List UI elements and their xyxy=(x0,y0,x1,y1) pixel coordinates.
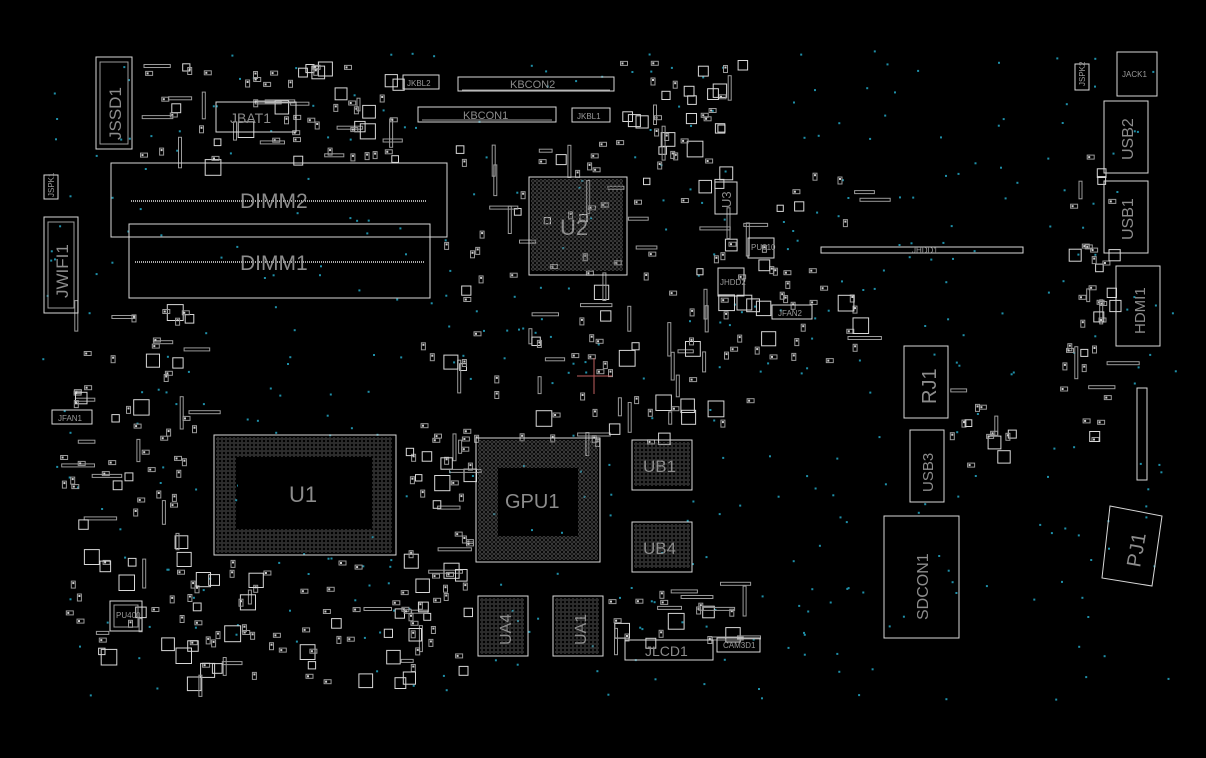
u3-label: U3 xyxy=(719,191,734,208)
jfan1-connector[interactable]: JFAN1 xyxy=(51,409,93,425)
ua4-memory[interactable]: UA4 xyxy=(477,595,529,657)
usb2-label: USB2 xyxy=(1120,118,1137,160)
jfan2-connector[interactable]: JFAN2 xyxy=(771,304,813,320)
dimm1-slot[interactable]: DIMM1 xyxy=(128,223,431,299)
dimm1-label: DIMM1 xyxy=(240,252,308,275)
jhdd2-label: JHDD2 xyxy=(720,278,746,287)
jlcd1-label: JLCD1 xyxy=(645,643,688,659)
jkbl2-connector[interactable]: JKBL2 xyxy=(402,74,440,90)
kbcon2-label: KBCON2 xyxy=(510,79,555,91)
jbat1-connector[interactable]: JBAT1 xyxy=(215,101,297,133)
usb2-port[interactable]: USB2 xyxy=(1103,100,1149,174)
kbcon2-connector[interactable]: KBCON2 xyxy=(457,76,615,92)
u1-label: U1 xyxy=(289,482,317,507)
jssd1-label: JSSD1 xyxy=(106,87,125,140)
kbcon1-label: KBCON1 xyxy=(463,110,508,122)
jspk1-connector[interactable]: JSPK1 xyxy=(43,172,59,200)
u2-chip[interactable]: U2 xyxy=(528,176,628,276)
jspk1-label: JSPK1 xyxy=(47,172,56,197)
jssd1-connector[interactable]: JSSD1 xyxy=(95,56,133,150)
usb3-port[interactable]: USB3 xyxy=(909,429,945,503)
gpu1-chip[interactable]: GPU1 xyxy=(475,437,601,563)
hdmi1-port[interactable]: HDMI1 xyxy=(1115,265,1161,347)
jack1-connector[interactable]: JACK1 xyxy=(1116,51,1158,97)
jwifi1-label: JWIFI1 xyxy=(53,244,72,298)
gpu1-ball-grid xyxy=(478,440,598,560)
sdcon1-label: SDCON1 xyxy=(915,553,932,620)
ub1-memory[interactable]: UB1 xyxy=(631,439,693,491)
ub4-label: UB4 xyxy=(643,539,676,558)
pj1-jack[interactable]: PJ1 xyxy=(1101,505,1163,587)
pj1-label: PJ1 xyxy=(1123,531,1151,569)
pu400-chip[interactable]: PU400 xyxy=(109,600,143,632)
hdmi1-label: HDMI1 xyxy=(1132,287,1149,334)
pu610-label: PU610 xyxy=(751,243,776,252)
ub4-ball-grid xyxy=(634,524,690,568)
cam3d1-label: CAM3D1 xyxy=(723,641,756,650)
jspk2-label: JSPK2 xyxy=(1078,61,1087,86)
jlcd1-connector[interactable]: JLCD1 xyxy=(624,639,714,661)
jack1-label: JACK1 xyxy=(1122,70,1147,79)
ua1-ball-grid xyxy=(555,598,599,654)
jhdd1-connector[interactable]: JHDD1 xyxy=(820,246,1024,255)
dimm2-label: DIMM2 xyxy=(240,190,308,213)
jkbl2-label: JKBL2 xyxy=(407,79,431,88)
jkbl1-connector[interactable]: JKBL1 xyxy=(571,107,611,123)
dimm2-slot[interactable]: DIMM2 xyxy=(110,162,448,238)
ua4-label: UA4 xyxy=(498,614,515,645)
jhdd2-chip[interactable]: JHDD2 xyxy=(717,267,746,297)
gpu1-label: GPU1 xyxy=(505,491,559,513)
u1-ball-grid xyxy=(216,437,392,553)
via-field xyxy=(42,50,1177,701)
pu400-label: PU400 xyxy=(116,611,141,620)
ub4-memory[interactable]: UB4 xyxy=(631,521,693,573)
ua1-memory[interactable]: UA1 xyxy=(552,595,604,657)
u2-label: U2 xyxy=(560,215,588,240)
u2-ball-grid xyxy=(531,179,623,271)
jfan2-label: JFAN2 xyxy=(778,309,803,318)
sdcon1-slot[interactable]: SDCON1 xyxy=(883,515,960,639)
jhdd1-label: JHDD1 xyxy=(912,246,938,255)
ua1-label: UA1 xyxy=(573,614,590,645)
ub1-ball-grid xyxy=(634,442,690,486)
cam3d1-connector[interactable]: CAM3D1 xyxy=(716,637,761,653)
u1-cpu[interactable]: U1 xyxy=(213,434,397,556)
jkbl1-label: JKBL1 xyxy=(577,112,601,121)
u3-chip[interactable]: U3 xyxy=(714,181,738,215)
pu610-chip[interactable]: PU610 xyxy=(747,237,776,259)
jfan1-label: JFAN1 xyxy=(58,414,83,423)
jwifi1-connector[interactable]: JWIFI1 xyxy=(43,216,79,314)
origin-crosshair xyxy=(577,358,612,394)
jspk2-connector[interactable]: JSPK2 xyxy=(1074,61,1090,91)
rj1-label: RJ1 xyxy=(919,368,941,404)
ub1-label: UB1 xyxy=(643,457,676,476)
usb1-port[interactable]: USB1 xyxy=(1103,180,1149,254)
small-parts xyxy=(60,60,1140,697)
usb3-label: USB3 xyxy=(920,453,937,492)
rj1-port[interactable]: RJ1 xyxy=(903,345,949,419)
usb1-label: USB1 xyxy=(1120,198,1137,240)
side-connector[interactable] xyxy=(1136,387,1148,481)
ua4-ball-grid xyxy=(480,598,524,654)
jbat1-label: JBAT1 xyxy=(230,110,271,126)
kbcon1-connector[interactable]: KBCON1 xyxy=(417,106,557,123)
